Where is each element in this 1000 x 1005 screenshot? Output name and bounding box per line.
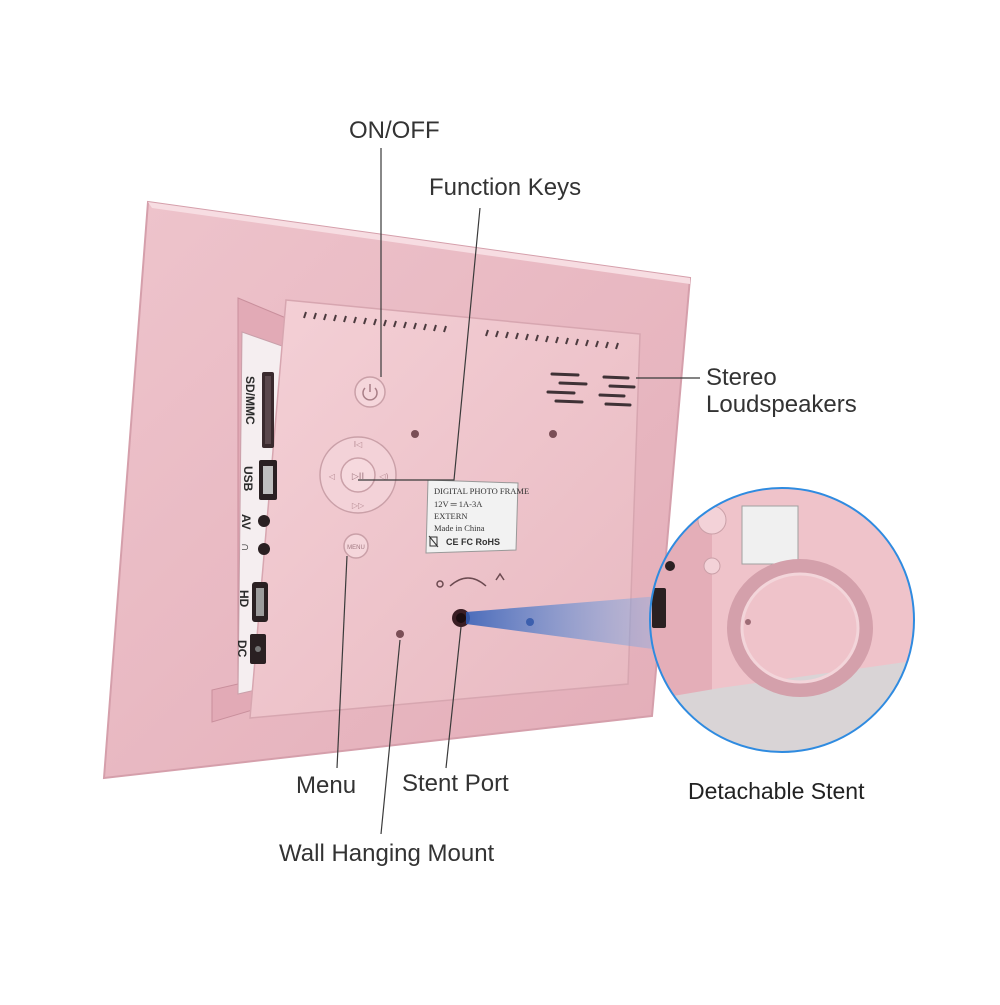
label-hd: HD xyxy=(237,590,251,608)
callout-stereo-line2: Loudspeakers xyxy=(706,391,857,418)
zoom-beam xyxy=(466,596,660,650)
plate-origin: Made in China xyxy=(434,523,485,533)
label-av: AV xyxy=(239,514,253,530)
callout-wall-mount: Wall Hanging Mount xyxy=(279,840,495,867)
menu-button[interactable]: MENU xyxy=(343,533,369,559)
volume-up-icon: ◁) xyxy=(378,472,388,481)
play-pause-icon: ▷II xyxy=(352,472,364,482)
plate-cert: CE FC RoHS xyxy=(446,537,500,547)
frame-top-edge xyxy=(148,202,690,284)
dc-port xyxy=(250,634,266,664)
hdmi-port xyxy=(252,582,268,622)
screw-hole xyxy=(411,430,419,438)
leader-stent-port xyxy=(445,626,462,769)
callout-stent-port: Stent Port xyxy=(402,770,509,797)
plate-extern: EXTERN xyxy=(434,511,468,521)
sd-slot xyxy=(262,372,274,448)
callout-detachable-stent: Detachable Stent xyxy=(688,778,865,804)
speaker-grille-right xyxy=(598,375,636,407)
stent-ring xyxy=(727,559,873,697)
plate-rating: 12V ═ 1A-3A xyxy=(434,499,483,509)
leader-lines xyxy=(336,148,700,835)
leader-wall-mount xyxy=(380,639,401,835)
callout-stereo-line1: Stereo xyxy=(706,364,777,391)
volume-down-icon: ◁ xyxy=(328,472,335,481)
leader-menu xyxy=(336,555,348,769)
previous-icon: I◁ xyxy=(354,440,363,449)
function-keys[interactable]: ▷II I◁ ▷▷ ◁ ◁) xyxy=(319,436,397,514)
headphone-jack xyxy=(258,543,270,555)
label-sd-mmc: SD/MMC xyxy=(243,376,257,425)
label-usb: USB xyxy=(241,466,255,492)
av-jack xyxy=(258,515,270,527)
ports-group xyxy=(250,372,277,664)
recycle-bin-icon xyxy=(428,535,439,548)
usb-port xyxy=(259,460,277,500)
power-icon xyxy=(362,384,378,401)
stent-port xyxy=(452,609,470,627)
label-headphone: ∩ xyxy=(239,543,253,552)
beam-screw xyxy=(526,618,534,626)
menu-button-text: MENU xyxy=(347,545,365,551)
callout-on-off: ON/OFF xyxy=(349,117,440,144)
callout-function-keys: Function Keys xyxy=(429,174,582,201)
screw-hole xyxy=(396,630,404,638)
speaker-grille-left xyxy=(546,372,588,404)
callout-menu: Menu xyxy=(296,772,357,799)
leader-function-keys xyxy=(358,207,481,481)
next-icon: ▷▷ xyxy=(352,501,365,510)
top-vents xyxy=(303,311,619,350)
zoom-ring xyxy=(649,487,915,753)
plate-title: DIGITAL PHOTO FRAME xyxy=(434,486,529,496)
label-plate: DIGITAL PHOTO FRAME 12V ═ 1A-3A EXTERN M… xyxy=(425,479,529,554)
label-dc: DC xyxy=(235,640,249,658)
screw-hole xyxy=(549,430,557,438)
power-button[interactable] xyxy=(354,376,386,408)
stent-zoom-detail xyxy=(649,487,915,753)
wall-hanging-mount xyxy=(436,572,505,588)
